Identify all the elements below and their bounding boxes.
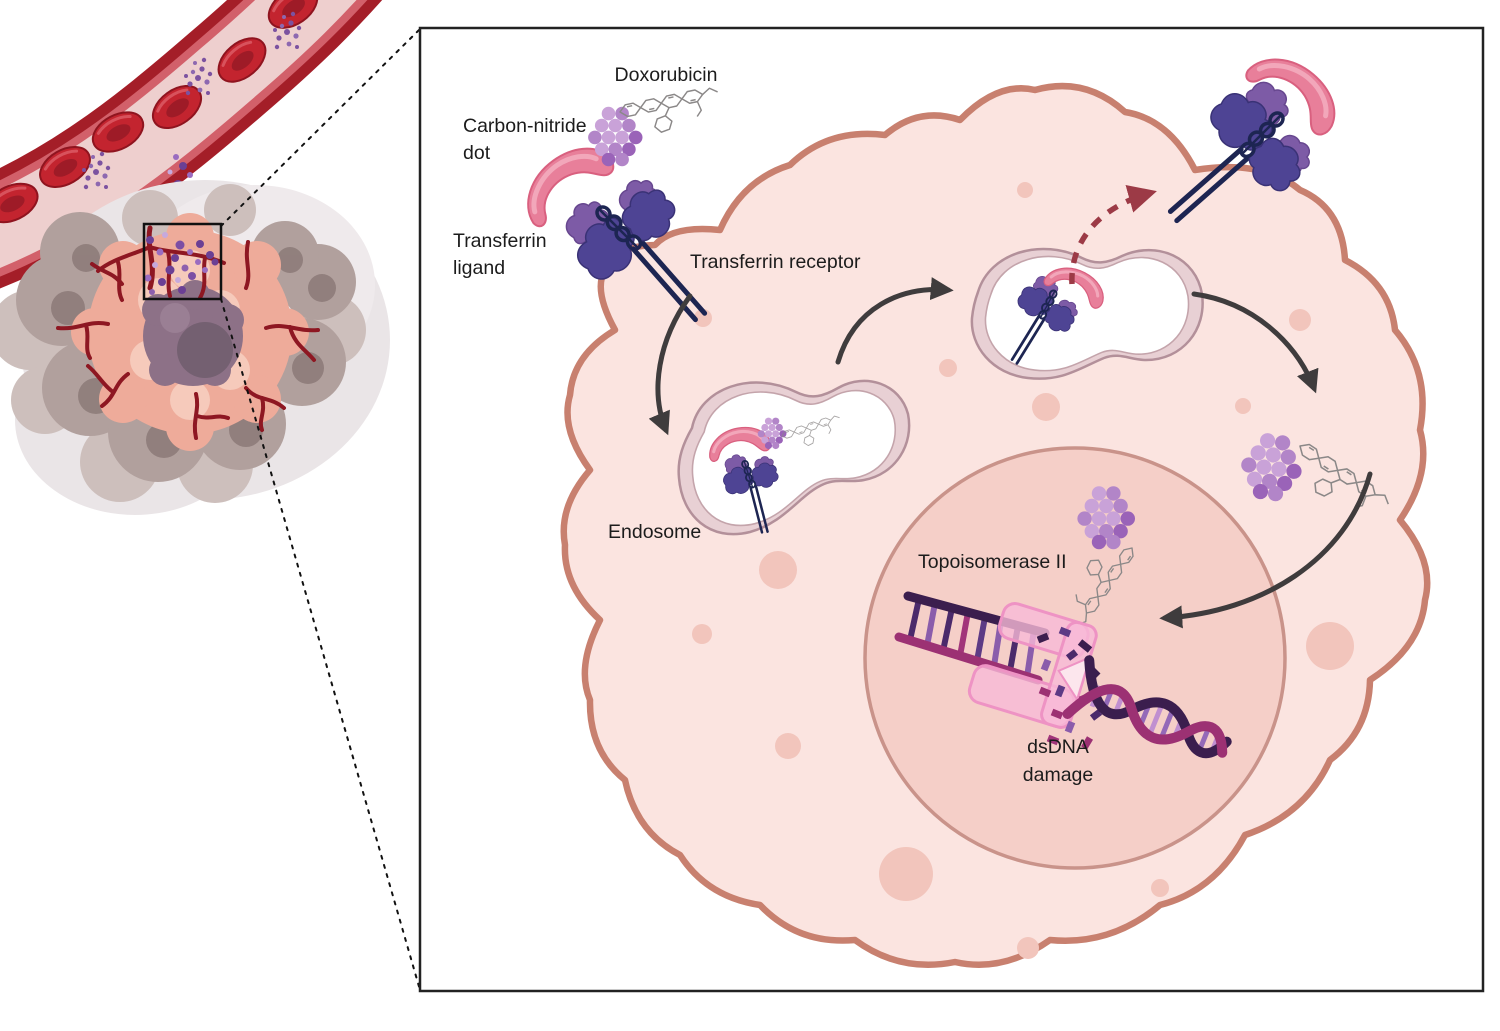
tumor-nucleus	[142, 280, 244, 386]
cancer-cell	[560, 82, 1431, 968]
source-square	[142, 222, 223, 301]
label-topoisomerase: Topoisomerase II	[918, 551, 1067, 573]
arrow-endocytosis	[648, 293, 693, 436]
topoisomerase-clamp	[967, 602, 1098, 730]
tumor-cell-nuclei	[51, 244, 336, 458]
endosome-1	[677, 379, 911, 542]
arrow-receptor-recycling	[1069, 184, 1157, 285]
labels: Doxorubicin Carbon-nitride dot Transferr…	[453, 64, 1093, 786]
zoom-connector-top	[220, 28, 421, 227]
endosome-2	[970, 247, 1204, 380]
nanoparticles-in-vessel	[82, 11, 302, 190]
arrow-drug-release	[1191, 291, 1319, 394]
nucleus-contents	[894, 486, 1232, 759]
organelle-dots	[692, 182, 1354, 959]
label-transferrin-ligand-line2: ligand	[453, 257, 505, 279]
label-endosome: Endosome	[608, 521, 701, 543]
dna-helix	[1062, 655, 1232, 759]
label-carbon-nitride-dot-line2: dot	[463, 142, 491, 164]
arrow-to-nucleus	[1159, 471, 1373, 629]
process-arrows	[648, 277, 1373, 629]
zoom-connector-bottom	[220, 298, 421, 991]
label-transferrin-receptor: Transferrin receptor	[690, 251, 861, 273]
nanoparticles-on-tumor	[144, 232, 219, 295]
label-transferrin-ligand-line1: Transferrin	[453, 230, 547, 252]
label-dsdna-line2: damage	[1023, 764, 1093, 786]
arrow-endosome-maturation	[835, 277, 954, 365]
blood-vessel	[0, 0, 383, 289]
label-carbon-nitride-dot-line1: Carbon-nitride	[463, 115, 587, 137]
tumor	[0, 180, 390, 515]
label-dsdna-line1: dsDNA	[1027, 736, 1089, 758]
label-doxorubicin: Doxorubicin	[615, 64, 718, 86]
